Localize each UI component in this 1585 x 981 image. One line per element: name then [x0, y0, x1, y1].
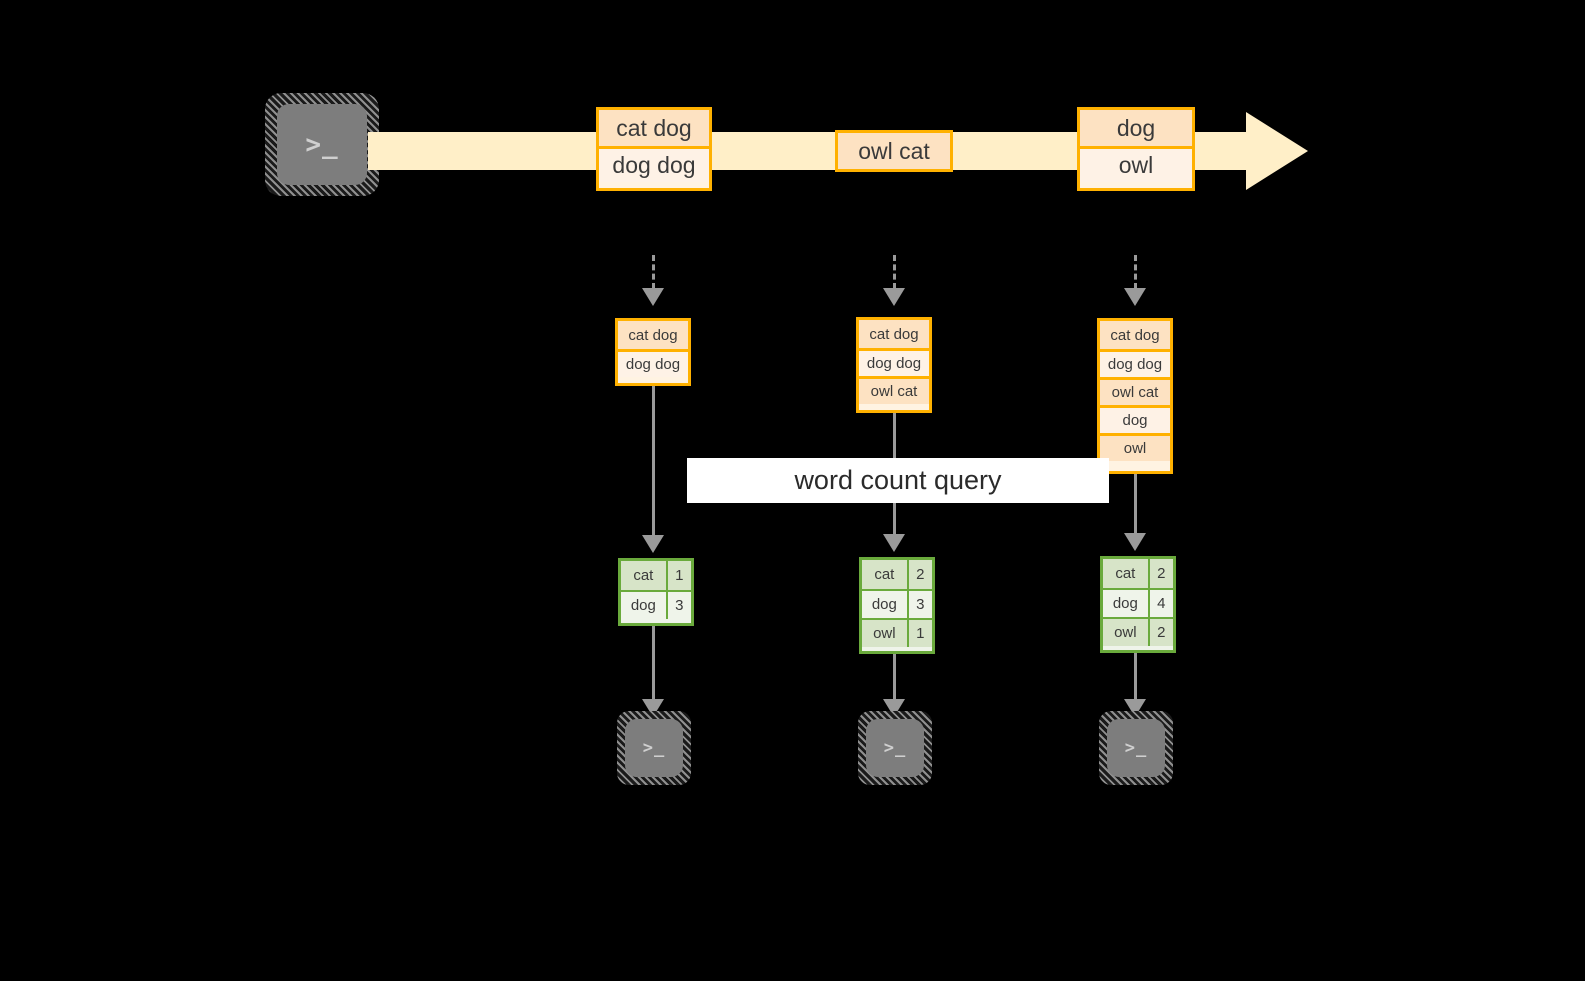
snapshot-tap-arrowhead-3 — [1124, 288, 1146, 306]
sink-connector-line-1 — [652, 626, 655, 700]
query-label: word count query — [794, 465, 1002, 495]
sink-terminal-icon-2[interactable]: >_ — [858, 711, 932, 785]
buffer-line: owl — [1100, 433, 1170, 461]
result-count: 3 — [906, 591, 932, 618]
buffer-line: cat dog — [618, 321, 688, 349]
result-table-3[interactable]: cat 2 dog 4 owl 2 — [1100, 556, 1176, 653]
stream-record-line: owl — [1080, 146, 1192, 182]
query-connector-arrowhead-3 — [1124, 533, 1146, 551]
result-row: owl 2 — [1103, 617, 1173, 646]
result-table-2[interactable]: cat 2 dog 3 owl 1 — [859, 557, 935, 654]
result-count: 2 — [1147, 559, 1173, 588]
buffer-line: dog — [1100, 405, 1170, 433]
stream-record-3[interactable]: dog owl — [1077, 107, 1195, 191]
accumulated-buffer-3[interactable]: cat dog dog dog owl cat dog owl — [1097, 318, 1173, 474]
result-word: owl — [862, 620, 907, 647]
result-row: dog 3 — [621, 590, 691, 619]
result-row: cat 2 — [1103, 559, 1173, 588]
snapshot-tap-line-2 — [893, 255, 896, 289]
result-count: 4 — [1147, 590, 1173, 617]
terminal-prompt-glyph: >_ — [305, 129, 339, 160]
query-connector-line-1 — [652, 386, 655, 536]
result-count: 1 — [665, 561, 691, 590]
query-banner: word count query — [687, 458, 1109, 503]
snapshot-tap-line-1 — [652, 255, 655, 289]
query-connector-arrowhead-1 — [642, 535, 664, 553]
snapshot-tap-line-3 — [1134, 255, 1137, 289]
stream-record-line: dog — [1080, 110, 1192, 146]
buffer-line: dog dog — [859, 348, 929, 376]
result-row: cat 2 — [862, 560, 932, 589]
sink-connector-line-2 — [893, 654, 896, 700]
result-count: 2 — [906, 560, 932, 589]
result-count: 1 — [906, 620, 932, 647]
buffer-line: cat dog — [859, 320, 929, 348]
stream-record-line: dog dog — [599, 146, 709, 182]
buffer-line: owl cat — [1100, 377, 1170, 405]
result-row: dog 3 — [862, 589, 932, 618]
result-row: cat 1 — [621, 561, 691, 590]
result-row: dog 4 — [1103, 588, 1173, 617]
result-word: owl — [1103, 619, 1148, 646]
query-connector-arrowhead-2 — [883, 534, 905, 552]
sink-terminal-icon-1[interactable]: >_ — [617, 711, 691, 785]
result-word: dog — [1103, 590, 1148, 617]
snapshot-tap-arrowhead-2 — [883, 288, 905, 306]
result-count: 3 — [665, 592, 691, 619]
accumulated-buffer-2[interactable]: cat dog dog dog owl cat — [856, 317, 932, 413]
snapshot-tap-arrowhead-1 — [642, 288, 664, 306]
terminal-prompt-glyph: >_ — [1124, 737, 1148, 758]
query-connector-line-3 — [1134, 474, 1137, 534]
result-table-1[interactable]: cat 1 dog 3 — [618, 558, 694, 626]
result-word: cat — [862, 560, 907, 589]
result-word: dog — [862, 591, 907, 618]
buffer-line: dog dog — [618, 349, 688, 377]
result-count: 2 — [1147, 619, 1173, 646]
stream-record-line: owl cat — [838, 133, 950, 169]
buffer-line: cat dog — [1100, 321, 1170, 349]
result-word: cat — [621, 561, 666, 590]
accumulated-buffer-1[interactable]: cat dog dog dog — [615, 318, 691, 386]
stream-record-line: cat dog — [599, 110, 709, 146]
result-word: dog — [621, 592, 666, 619]
sink-connector-line-3 — [1134, 653, 1137, 700]
terminal-prompt-glyph: >_ — [642, 737, 666, 758]
stream-record-2[interactable]: owl cat — [835, 130, 953, 172]
source-terminal-icon[interactable]: >_ — [265, 93, 379, 196]
result-row: owl 1 — [862, 618, 932, 647]
stream-record-1[interactable]: cat dog dog dog — [596, 107, 712, 191]
sink-terminal-icon-3[interactable]: >_ — [1099, 711, 1173, 785]
result-word: cat — [1103, 559, 1148, 588]
buffer-line: owl cat — [859, 376, 929, 404]
terminal-prompt-glyph: >_ — [883, 737, 907, 758]
buffer-line: dog dog — [1100, 349, 1170, 377]
